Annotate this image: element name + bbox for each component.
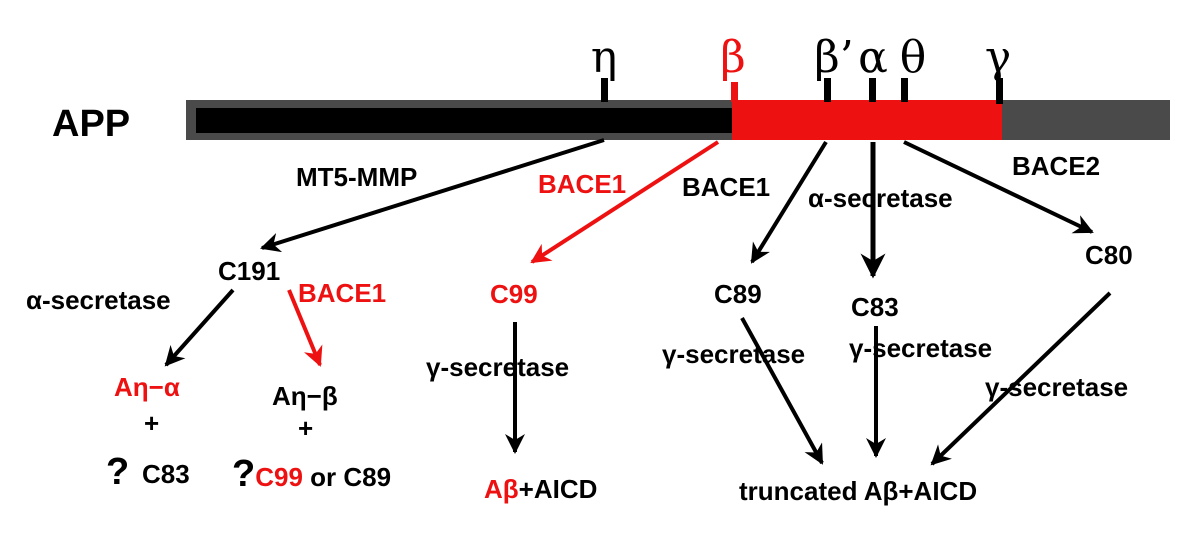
c89-fragment: C89 — [714, 279, 762, 309]
bace1-red-label: BACE1 — [538, 169, 626, 199]
cleavage-ticks — [601, 78, 1003, 104]
a-eta-beta-product: Aη−β — [272, 381, 338, 411]
c99-gamma-secretase-label: γ-secretase — [426, 352, 569, 382]
eta-tick — [601, 78, 608, 102]
beta-prime-tick — [824, 78, 831, 102]
q2-or-c89-product: or C89 — [303, 462, 391, 492]
bace1-label: BACE1 — [682, 172, 770, 202]
aicd-text: +AICD — [519, 474, 598, 504]
c80-fragment: C80 — [1085, 240, 1133, 270]
q2-mark: ? — [232, 453, 255, 495]
q2-c99-product: C99 — [255, 462, 303, 492]
gamma-tick — [996, 78, 1003, 104]
abeta-red: Aβ — [484, 474, 519, 504]
question-mark-1: ? — [106, 451, 129, 493]
c191-alpha-secretase-label: α-secretase — [26, 285, 171, 315]
alpha-site-label: α — [858, 32, 888, 83]
bace2-arrow — [903, 140, 1094, 234]
plus-sign-2: + — [298, 413, 313, 443]
alpha-tick — [869, 78, 876, 102]
question-mark-2: ?C99 or C89 — [232, 453, 391, 495]
truncated-abeta-product: truncated Aβ+AICD — [739, 476, 977, 506]
bace1-red-arrow — [530, 140, 720, 264]
c89-gamma-secretase-arrow — [740, 317, 824, 465]
c83-gamma-secretase-label: γ-secretase — [849, 333, 992, 363]
theta-site-label: θ — [900, 32, 927, 83]
c191-alpha-secretase-arrow — [164, 288, 235, 367]
c83-fragment: C83 — [851, 292, 899, 322]
bace1-beta-prime-arrow — [750, 140, 828, 264]
beta-tick — [731, 82, 738, 102]
beta-prime-site-label: β’ — [814, 32, 853, 83]
plus-sign-1: + — [144, 408, 159, 438]
c191-bace1-label: BACE1 — [298, 278, 386, 308]
app-bar — [186, 100, 1170, 140]
app-bar-red-segment — [732, 100, 1002, 140]
bace2-label: BACE2 — [1012, 151, 1100, 181]
c80-gamma-secretase-label: γ-secretase — [985, 372, 1128, 402]
gamma-site-label: γ — [985, 32, 1011, 83]
abeta-aicd-product: Aβ+AICD — [484, 474, 597, 504]
eta-site-label: η — [591, 32, 617, 83]
c89-gamma-secretase-label: γ-secretase — [662, 339, 805, 369]
beta-site-label: β — [720, 32, 745, 83]
app-label: APP — [52, 103, 130, 145]
c80-gamma-secretase-arrow — [930, 291, 1112, 466]
theta-tick — [901, 78, 908, 102]
mt5-mmp-arrow — [260, 138, 605, 253]
app-cleavage-arrows — [260, 138, 1094, 279]
q1-c83-product: C83 — [142, 459, 190, 489]
a-eta-alpha-product: Aη−α — [114, 372, 180, 402]
c99-fragment: C99 — [490, 279, 538, 309]
app-bar-black-segment — [196, 108, 734, 133]
c191-fragment: C191 — [218, 256, 280, 286]
alpha-secretase-label: α-secretase — [808, 183, 953, 213]
mt5-mmp-label: MT5-MMP — [296, 162, 417, 192]
c191-bace1-arrow — [287, 289, 323, 367]
